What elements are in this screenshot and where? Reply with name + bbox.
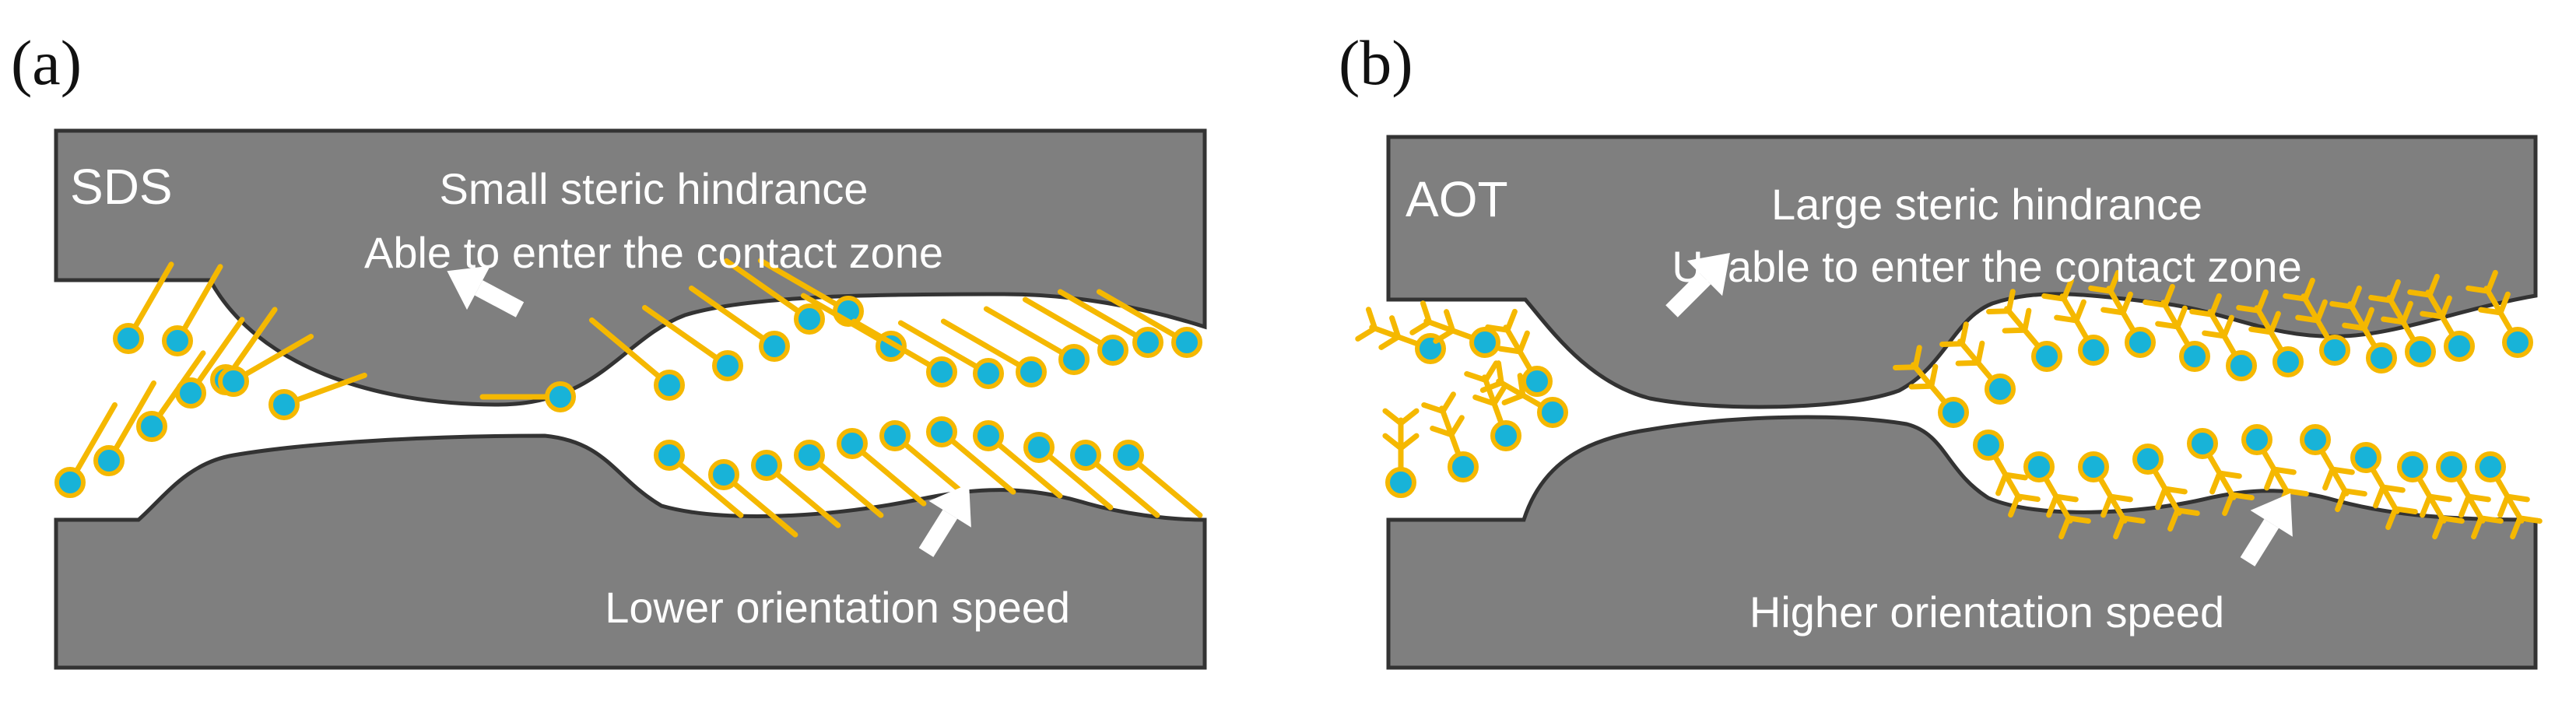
surfactant-molecule	[1464, 360, 1521, 451]
surfactant-molecule	[1113, 440, 1203, 518]
surfactant-molecule	[2407, 273, 2475, 362]
surfactant-molecule	[2368, 279, 2436, 367]
panel-a: (a) SDS Small steric hindrance Able to e…	[11, 27, 1207, 670]
surfactant-molecule	[2236, 289, 2304, 377]
surfactant-molecule	[973, 420, 1063, 499]
surfactant-molecule	[54, 402, 118, 498]
surfactant-molecule	[1973, 430, 2041, 518]
surfactant-molecule	[879, 420, 970, 499]
surfactant-molecule	[2283, 277, 2350, 366]
surfactant-molecule	[479, 381, 576, 412]
surfactant-molecule	[2143, 283, 2210, 372]
panel-b-note-bottom: Higher orientation speed	[1750, 587, 2224, 637]
panel-b-letter: (b)	[1339, 27, 1413, 98]
surfactant-molecule	[1893, 345, 1969, 428]
surfactant-molecule	[837, 428, 927, 507]
surfactant-molecule	[2475, 451, 2543, 540]
surfactant-molecule	[2329, 285, 2397, 374]
panel-b-arrow-top	[1665, 253, 1730, 317]
panel-b-molecules	[1355, 269, 2543, 540]
surfactant-molecule	[1057, 289, 1163, 358]
panel-b-note-line1: Large steric hindrance	[1771, 180, 2202, 229]
surfactant-molecule	[2041, 277, 2109, 366]
surfactant-molecule	[2088, 269, 2156, 358]
surfactant-molecule	[113, 261, 174, 354]
panel-a-note-line2: Able to enter the contact zone	[364, 228, 943, 277]
surfactant-molecule	[2300, 424, 2367, 513]
surfactant-molecule	[897, 320, 1004, 389]
surfactant-molecule	[708, 459, 798, 538]
panel-b-lower-surface	[1386, 415, 2538, 670]
surfactant-molecule	[1409, 300, 1500, 358]
surfactant-molecule	[2465, 269, 2533, 358]
surfactant-molecule	[2078, 451, 2146, 540]
panel-b-note-line2: Unable to enter the contact zone	[1672, 242, 2301, 291]
surfactant-molecule	[218, 334, 314, 397]
surfactant-molecule	[1485, 308, 1553, 397]
surfactant-molecule	[1023, 432, 1114, 510]
surfactant-molecule	[1070, 440, 1160, 518]
surfactant-molecule	[689, 285, 790, 362]
surfactant-molecule	[654, 440, 744, 518]
surfactant-molecule	[268, 372, 367, 420]
surfactant-molecule	[93, 380, 156, 476]
surfactant-molecule	[983, 306, 1090, 375]
surfactant-molecule	[1355, 307, 1446, 364]
panel-a-note-bottom: Lower orientation speed	[605, 583, 1070, 632]
surfactant-molecule	[1479, 360, 1568, 428]
surfactant-molecule	[724, 258, 825, 335]
panel-a-molecules	[54, 258, 1203, 538]
panel-a-arrow-bottom	[918, 483, 971, 557]
panel-b-arrow-bottom	[2240, 493, 2293, 566]
surfactant-molecule	[175, 317, 245, 409]
surfactant-molecule	[751, 450, 841, 528]
surfactant-molecule	[2023, 451, 2091, 540]
surfactant-molecule	[940, 318, 1047, 388]
surfactant-molecule	[851, 318, 957, 388]
surfactant-molecule	[2397, 451, 2465, 540]
surfactant-molecule	[1382, 408, 1420, 498]
surfactant-molecule	[794, 440, 884, 518]
panel-a-lower-surface	[54, 433, 1207, 670]
panel-b: (b) AOT Large steric hindrance Unable to…	[1339, 27, 2543, 670]
surfactant-molecule	[1986, 289, 2062, 372]
surfactant-molecule	[926, 416, 1016, 495]
panel-a-arrow-top	[447, 265, 525, 317]
panel-b-upper-surface	[1386, 135, 2538, 409]
surfactant-molecule	[2350, 442, 2418, 531]
surfactant-molecule	[2436, 451, 2504, 540]
panel-a-surfactant-label: SDS	[70, 159, 173, 215]
surfactant-molecule	[642, 304, 743, 381]
surfactant-molecule	[1096, 289, 1202, 358]
surfactant-molecule	[588, 317, 685, 401]
surfactant-molecule	[2189, 293, 2257, 381]
surfactant-molecule	[1939, 321, 2016, 405]
panel-a-letter: (a)	[11, 27, 82, 98]
panel-b-surfactant-label: AOT	[1406, 171, 1508, 227]
surfactant-molecule	[2132, 444, 2200, 532]
surfactant-molecule	[162, 264, 223, 356]
surfactant-molecule	[2187, 428, 2255, 517]
surfactant-molecule	[1421, 391, 1479, 482]
surfactant-molecule	[1022, 296, 1128, 366]
panel-a-note-line1: Small steric hindrance	[440, 164, 869, 213]
